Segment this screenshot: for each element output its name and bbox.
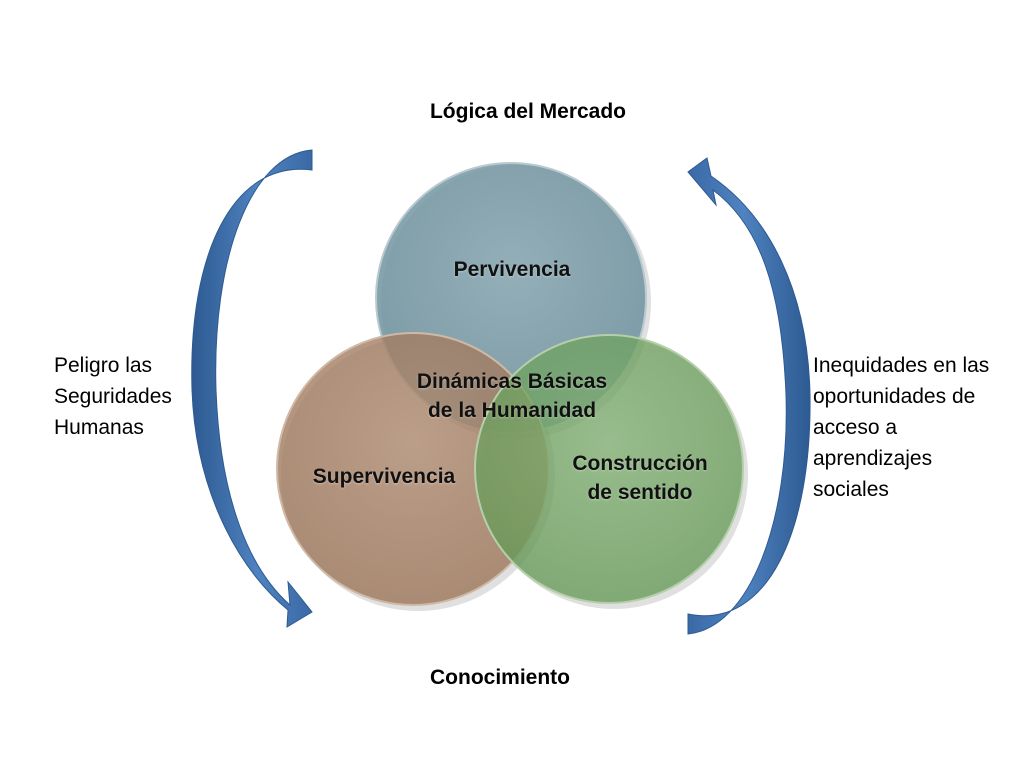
top-label: Lógica del Mercado [429,100,627,123]
right-curved-arrow [687,157,811,635]
bottom-label: Conocimiento [430,666,570,689]
left-curved-arrow [191,149,313,628]
circle-construccion [474,334,744,604]
circle-label-center: Dinámicas Básicas de la Humanidad [416,370,608,422]
right-side-label: Inequidades en las oportunidades de acce… [813,354,990,501]
circle-label-supervivencia: Supervivencia [312,465,456,488]
circle-label-pervivencia: Pervivencia [453,258,571,281]
circle-label-construccion: Construcción de sentido [572,452,708,504]
left-side-label: Peligro las Seguridades Humanas [54,354,172,439]
